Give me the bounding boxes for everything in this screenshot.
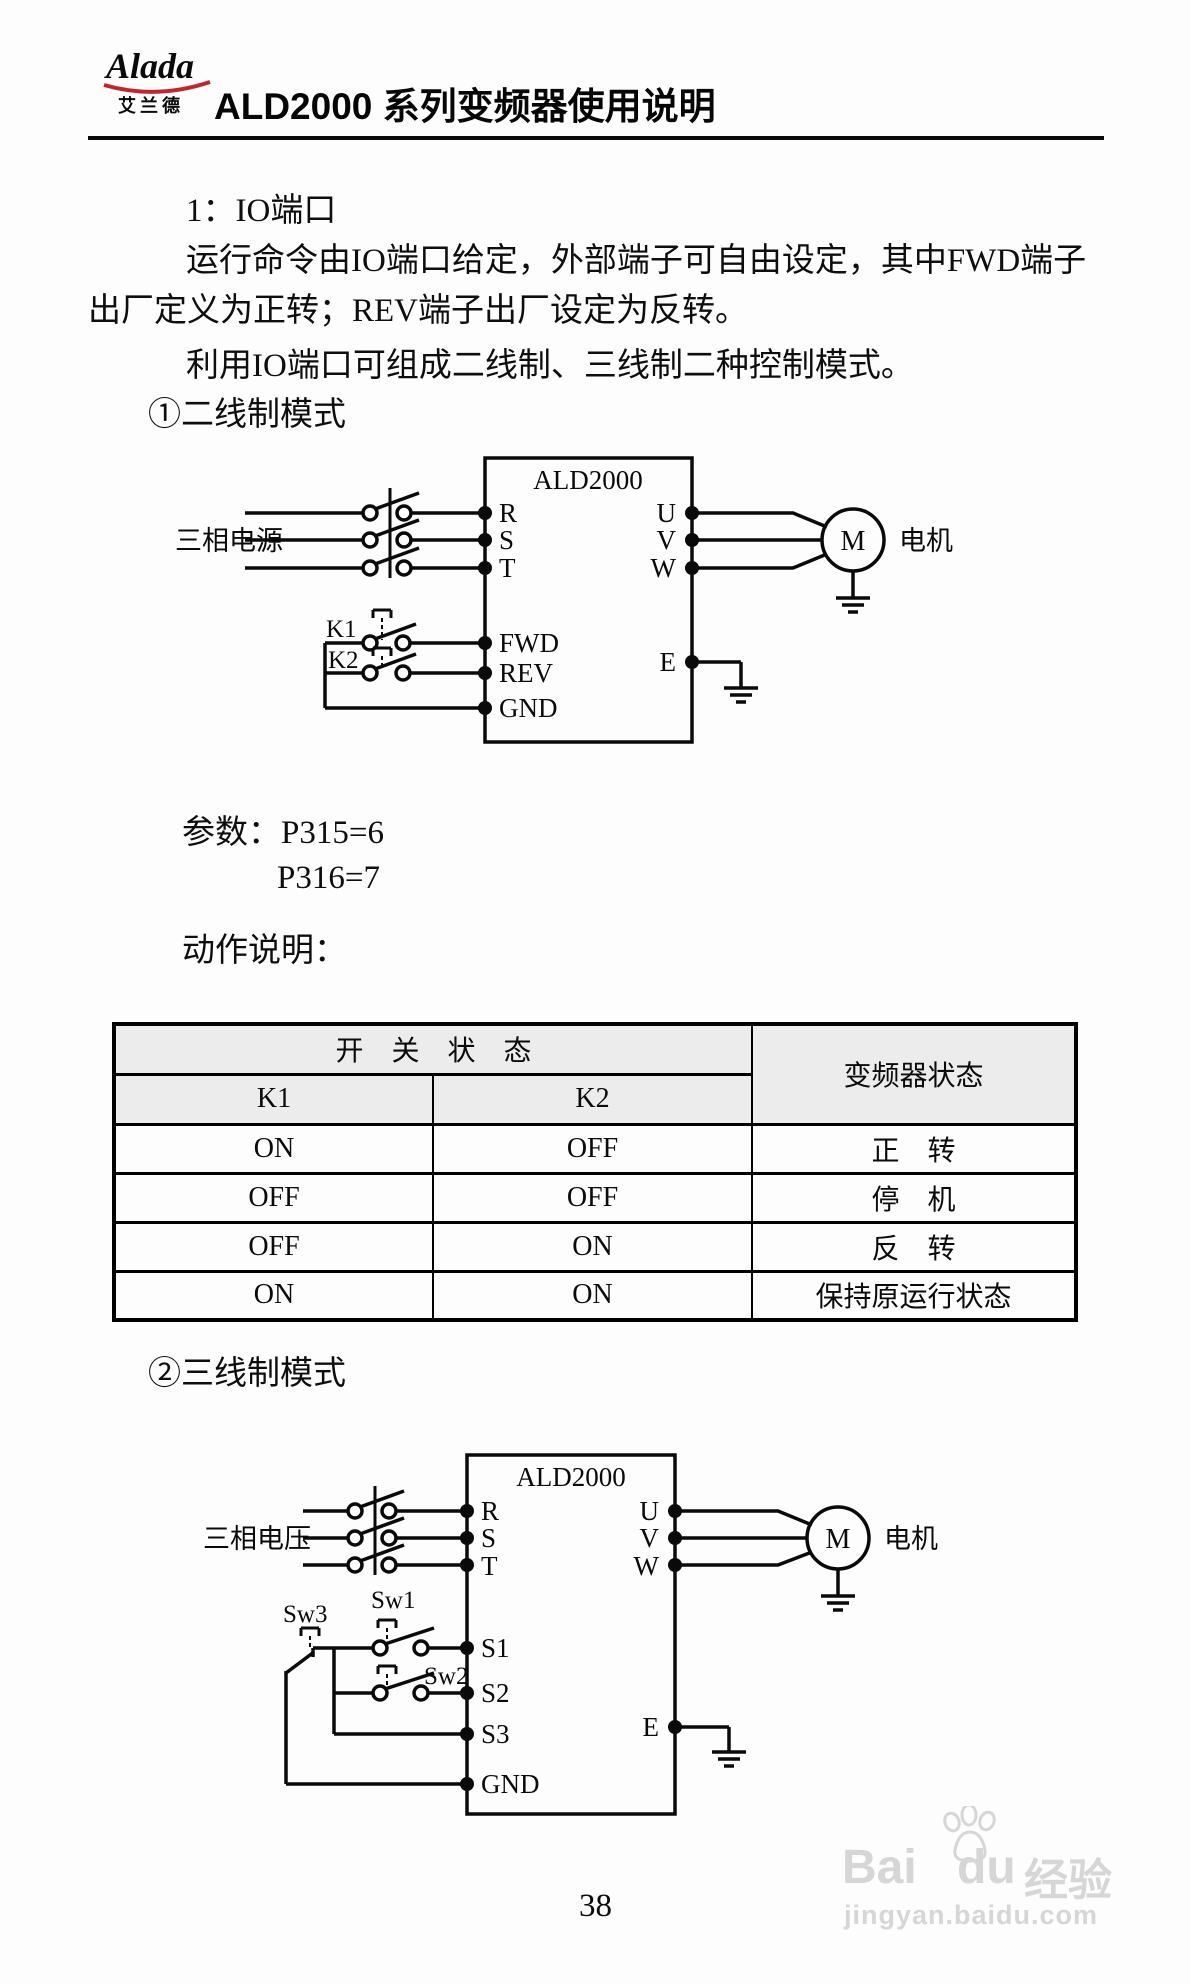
terminal-label-s: S	[499, 525, 514, 555]
terminal-dots	[460, 1504, 682, 1791]
cell-state: 反 转	[751, 1220, 1077, 1273]
cell-k2: ON	[432, 1220, 753, 1273]
table-row: OFF ON 反 转	[113, 1220, 1077, 1273]
brand-logo-icon: Alada 艾兰德	[103, 46, 211, 116]
terminal-label-e: E	[660, 647, 677, 677]
mode1-heading: ①二线制模式	[148, 397, 346, 433]
watermark-text-jingyan: 经验	[1024, 1856, 1112, 1905]
terminal-label-r: R	[499, 498, 517, 528]
parameter-line2: P316=7	[277, 860, 380, 896]
watermark-url: jingyan.baidu.com	[844, 1900, 1099, 1930]
section1-title: 1：IO端口	[186, 193, 337, 229]
motor-ground-icon	[836, 571, 870, 614]
earth-terminal-ground-icon	[692, 660, 758, 704]
wiring-diagram-three-wire: ALD2000 R S T S1 S2 S3 GND U V W E 三相电压 …	[203, 1453, 938, 1816]
cell-state: 正 转	[751, 1122, 1077, 1175]
logo-subtext: 艾兰德	[118, 95, 184, 116]
table-row: OFF OFF 停 机	[113, 1171, 1077, 1224]
k2-switch-icon	[325, 646, 485, 682]
page-number: 38	[579, 1888, 612, 1924]
table-header-k2: K2	[432, 1072, 753, 1126]
paw-icon	[943, 1806, 996, 1863]
motor-symbol: M	[826, 1524, 851, 1555]
paragraph1-line2: 出厂定义为正转；REV端子出厂设定为反转。	[88, 293, 748, 329]
inverter-box	[465, 1453, 677, 1816]
sw3-switch-icon	[284, 1626, 321, 1675]
wiring-diagram-two-wire: ALD2000 R S T FWD REV GND U V W E 三相电源 K…	[175, 456, 953, 744]
terminal-label-v: V	[640, 1523, 660, 1553]
k1-switch-icon	[325, 608, 485, 652]
cell-k1: ON	[113, 1269, 434, 1322]
header-rule	[88, 136, 1104, 140]
paragraph2: 利用IO端口可组成二线制、三线制二种控制模式。	[186, 348, 914, 384]
sw1-switch-icon	[313, 1618, 467, 1657]
page-title: ALD2000 系列变频器使用说明	[214, 86, 716, 127]
cell-k1: ON	[113, 1122, 434, 1175]
inverter-model-label: ALD2000	[533, 465, 643, 495]
sw1-label: Sw1	[371, 1587, 415, 1614]
watermark-text-du: du	[957, 1841, 1016, 1894]
cell-k2: ON	[432, 1269, 753, 1322]
cell-state: 停 机	[751, 1171, 1077, 1224]
cell-k2: OFF	[432, 1122, 753, 1175]
k2-label: K2	[328, 647, 359, 674]
inverter-model-label: ALD2000	[516, 1462, 626, 1492]
terminal-dots	[478, 506, 699, 715]
brand-logo: Alada 艾兰德	[98, 38, 218, 120]
motor-label: 电机	[884, 1524, 938, 1554]
terminal-label-w: W	[651, 553, 677, 583]
terminal-label-u: U	[640, 1496, 660, 1526]
sw2-label: Sw2	[424, 1663, 468, 1690]
three-phase-breaker-icon	[245, 488, 485, 578]
source-label: 三相电源	[175, 526, 283, 556]
terminal-label-s2: S2	[481, 1678, 510, 1708]
motor-wires	[675, 1509, 813, 1567]
motor-symbol: M	[841, 526, 866, 557]
switch-state-table: 开 关 状 态 变频器状态 K1 K2 ON OFF 正 转 OFF OFF 停…	[112, 1022, 1078, 1322]
terminal-label-rev: REV	[499, 658, 554, 688]
paragraph1-line1: 运行命令由IO端口给定，外部端子可自由设定，其中FWD端子	[186, 243, 1087, 279]
terminal-label-t: T	[499, 553, 516, 583]
action-heading: 动作说明：	[182, 933, 347, 969]
k1-label: K1	[326, 616, 357, 643]
motor-label: 电机	[899, 526, 953, 556]
table-row: ON ON 保持原运行状态	[113, 1269, 1077, 1322]
earth-terminal-ground-icon	[675, 1725, 746, 1768]
terminal-label-w: W	[634, 1551, 660, 1581]
cell-state: 保持原运行状态	[751, 1269, 1077, 1322]
parameter-line1: 参数：P315=6	[182, 815, 384, 851]
terminal-label-t: T	[481, 1551, 498, 1581]
terminal-label-fwd: FWD	[499, 628, 559, 658]
mode2-heading: ②三线制模式	[148, 1356, 346, 1392]
table-header-switch-state: 开 关 状 态	[113, 1022, 753, 1076]
terminal-label-e: E	[643, 1712, 660, 1742]
logo-text: Alada	[104, 46, 194, 86]
table-header-k1: K1	[113, 1072, 434, 1126]
terminal-label-s1: S1	[481, 1633, 510, 1663]
terminal-label-gnd: GND	[499, 693, 558, 723]
source-label: 三相电压	[203, 1524, 311, 1554]
motor-wires	[692, 511, 828, 570]
watermark-text-bai: Bai	[842, 1841, 917, 1894]
terminal-label-s: S	[481, 1523, 496, 1553]
terminal-label-u: U	[657, 498, 677, 528]
sw3-label: Sw3	[283, 1601, 327, 1628]
cell-k1: OFF	[113, 1171, 434, 1224]
baidu-watermark: Bai du 经验 jingyan.baidu.com	[842, 1806, 1132, 1930]
three-phase-breaker-icon	[303, 1486, 467, 1575]
table-row: ON OFF 正 转	[113, 1122, 1077, 1175]
logo-swoosh-icon	[103, 80, 211, 94]
table-header-inverter-state: 变频器状态	[751, 1022, 1077, 1126]
terminal-label-v: V	[657, 525, 677, 555]
inverter-box	[483, 456, 694, 744]
terminal-label-s3: S3	[481, 1719, 510, 1749]
terminal-label-r: R	[481, 1496, 499, 1526]
terminal-label-gnd: GND	[481, 1769, 540, 1799]
cell-k2: OFF	[432, 1171, 753, 1224]
motor-ground-icon	[821, 1569, 855, 1612]
cell-k1: OFF	[113, 1220, 434, 1273]
